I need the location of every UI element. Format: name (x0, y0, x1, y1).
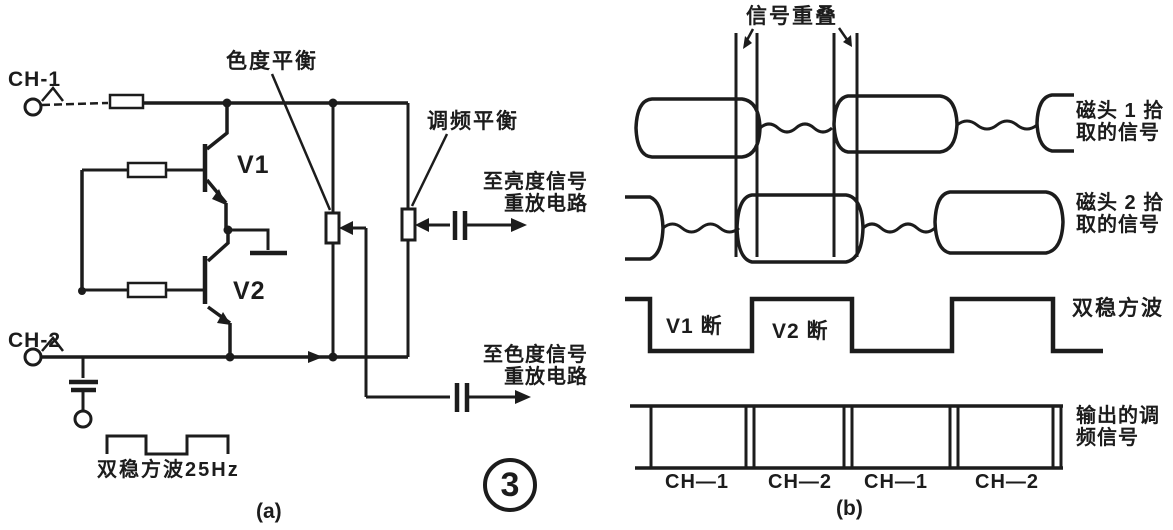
chroma-balance-label: 色度平衡 (226, 50, 318, 73)
channel-label: CH—1 (864, 471, 929, 493)
v2-label: V2 (233, 277, 266, 305)
input-resistor (108, 93, 145, 110)
channel-label: CH—2 (768, 471, 833, 493)
fm-output-band (630, 404, 1063, 470)
to-chroma-line1: 至色度信号 (483, 344, 588, 366)
bistable-square-label: 双稳方波 (1072, 297, 1164, 320)
overlap-arrowhead-icon (843, 35, 852, 47)
ch2-label: CH-2 (8, 329, 62, 352)
chroma-output-coupling (454, 383, 531, 412)
junction-dot (225, 352, 235, 362)
figure-number-badge: 3 (483, 458, 537, 512)
transistor-v1 (202, 107, 229, 230)
wiper-arrow-icon (415, 218, 429, 232)
switch-caret-icon (41, 86, 64, 102)
bias-network (78, 161, 205, 299)
channel-label: CH—1 (665, 471, 730, 493)
signal-overlap-label: 信号重叠 (746, 5, 838, 28)
output-arrow-icon (515, 390, 531, 404)
head2-line1: 磁头 2 拾 (1076, 192, 1165, 214)
base-resistor-v1 (126, 161, 168, 179)
fm-output-line2: 频信号 (1076, 427, 1139, 449)
terminal-circle (73, 409, 93, 429)
head2-waveform (625, 190, 1065, 264)
v1-off-label: V1 断 (666, 315, 723, 338)
chroma-balance-pot (324, 103, 450, 399)
ch1-label: CH-1 (8, 68, 62, 91)
panel-a-caption: (a) (256, 500, 282, 523)
overlap-arrow-right (837, 27, 850, 42)
panel-a-circuit (23, 73, 531, 456)
to-chroma-label: 至色度信号 重放电路 (450, 344, 588, 388)
head1-label: 磁头 1 拾 取的信号 (1076, 100, 1164, 144)
fm-balance-label: 调频平衡 (427, 110, 519, 133)
channel-label: CH—2 (975, 471, 1040, 493)
bistable-square-wave (625, 296, 1103, 354)
fm-balance-pot (400, 103, 450, 357)
to-chroma-line2: 重放电路 (504, 366, 588, 388)
panel-b-caption: (b) (836, 497, 863, 520)
ground-symbol (228, 228, 287, 256)
head1-waveform (634, 93, 1074, 159)
ch1-terminal (23, 86, 109, 117)
junction-dot (222, 98, 232, 108)
transistor-v2 (202, 232, 232, 357)
fm-output-line1: 输出的调 (1076, 405, 1160, 427)
emitter-arrow-icon (212, 189, 226, 205)
wiper-arrow-icon (339, 221, 353, 235)
base-resistor-v2 (126, 281, 168, 299)
bistable-25hz-label: 双稳方波25Hz (97, 459, 240, 481)
head2-label: 磁头 2 拾 取的信号 (1076, 192, 1164, 236)
to-luma-line2: 重放电路 (504, 193, 588, 215)
fm-output-label: 输出的调 频信号 (1076, 405, 1160, 449)
square-wave-symbol (105, 434, 230, 456)
output-arrow-icon (511, 218, 527, 232)
v2-off-label: V2 断 (772, 320, 829, 343)
to-luma-label: 至亮度信号 重放电路 (450, 171, 588, 215)
head1-line1: 磁头 1 拾 (1076, 100, 1165, 122)
overlap-arrowhead-icon (743, 36, 752, 49)
v1-label: V1 (237, 151, 270, 179)
head1-line2: 取的信号 (1076, 122, 1160, 144)
panel-b-waveforms (625, 27, 1103, 470)
switch-caret-icon (41, 336, 64, 352)
chroma-label-leader (270, 73, 332, 211)
input-capacitor (69, 357, 98, 429)
luma-output-coupling (452, 211, 527, 240)
emitter-arrow-icon (217, 312, 231, 325)
to-luma-line1: 至亮度信号 (483, 171, 588, 193)
direction-arrow-icon (308, 351, 323, 363)
head2-line2: 取的信号 (1076, 214, 1160, 236)
fm-label-leader (410, 133, 449, 207)
